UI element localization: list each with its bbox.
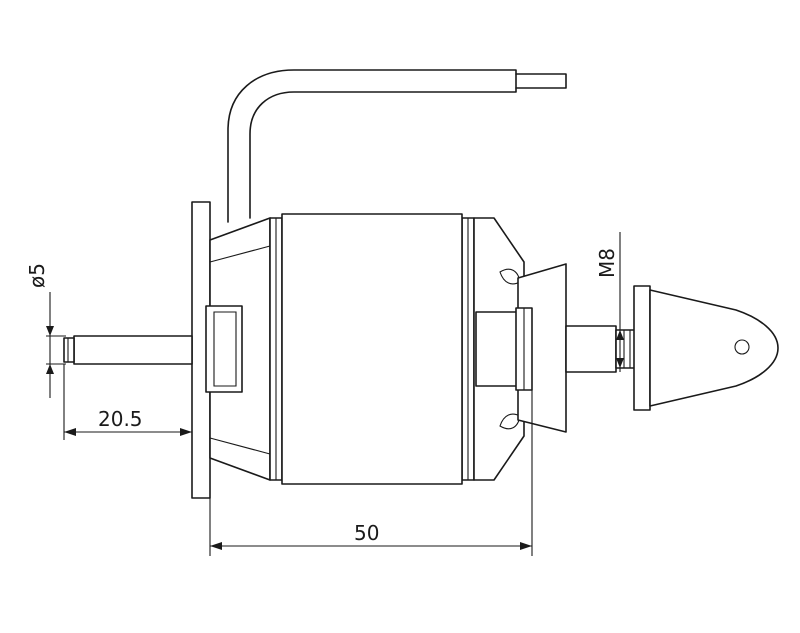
lead-wire (227, 69, 567, 223)
dim-thread: M8 (595, 232, 624, 372)
dim-body-length: 50 (209, 390, 533, 556)
dim-shaft-length: 20.5 (63, 364, 192, 440)
dim-shaft-diameter: ø5 (25, 263, 66, 398)
motor-can (281, 213, 463, 485)
body-rings (269, 217, 475, 481)
spinner-nut (633, 285, 779, 411)
dim-shaft-length-label: 20.5 (98, 407, 143, 431)
dim-thread-label: M8 (595, 248, 619, 278)
rear-bearing (475, 307, 533, 391)
dim-shaft-diameter-label: ø5 (25, 263, 49, 288)
output-shaft (63, 335, 193, 365)
front-bearing (205, 305, 243, 393)
threaded-shaft (565, 325, 637, 373)
dim-body-length-label: 50 (354, 521, 379, 545)
